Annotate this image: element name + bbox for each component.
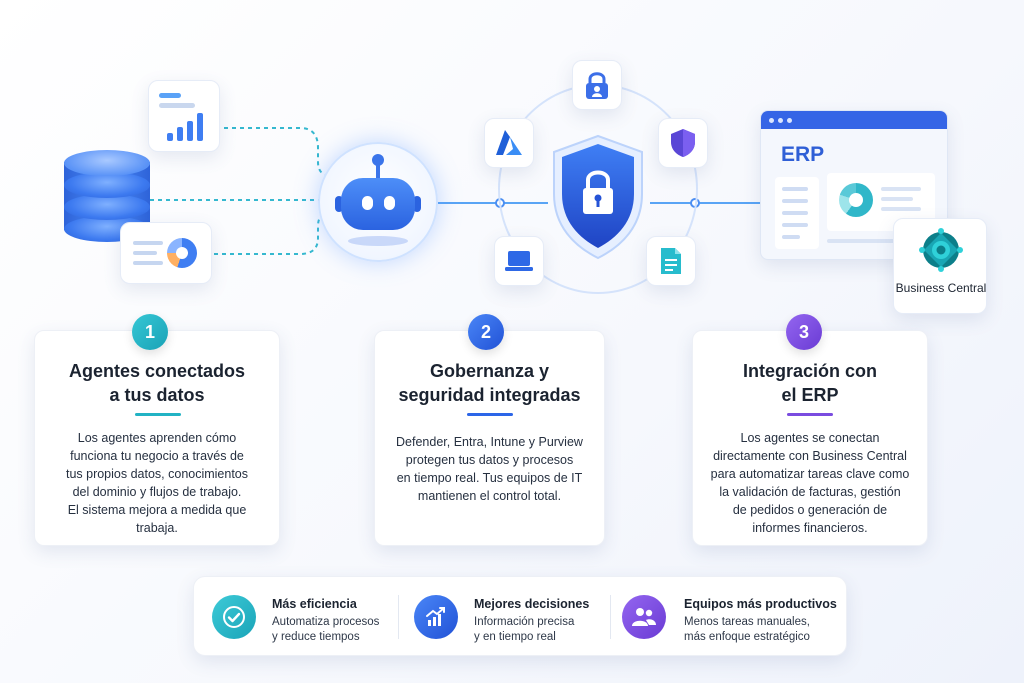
step-description: Defender, Entra, Intune y Purview proteg…: [396, 435, 583, 503]
business-central-label: Business Central: [895, 281, 987, 295]
benefit-title: Mejores decisiones: [474, 597, 590, 611]
divider: [610, 595, 611, 639]
step-divider: [787, 413, 833, 416]
robot-icon: [341, 178, 415, 230]
database-icon: [64, 148, 150, 242]
erp-donut-chart: [839, 183, 873, 217]
bar-chart-icon: [148, 80, 220, 152]
erp-window-titlebar: [761, 111, 947, 129]
divider: [398, 595, 399, 639]
check-icon: [212, 595, 256, 639]
step-divider: [467, 413, 513, 416]
step-description: Los agentes se conectan directamente con…: [710, 431, 910, 535]
document-icon: [646, 236, 696, 286]
benefit-text: Información precisa y en tiempo real: [474, 616, 575, 643]
step-number-1: 1: [132, 314, 168, 350]
benefit-decisions: Mejores decisiones Información precisa y…: [406, 577, 616, 657]
benefit-efficiency: Más eficiencia Automatiza procesos y red…: [194, 577, 394, 657]
lock-user-icon: [572, 60, 622, 110]
donut-chart-icon: [120, 222, 212, 284]
business-central-icon: [919, 228, 963, 272]
step-card-2: Gobernanza y seguridad integradas Defend…: [374, 330, 605, 546]
laptop-icon: [494, 236, 544, 286]
benefit-title: Equipos más productivos: [684, 597, 837, 611]
step-divider: [135, 413, 181, 416]
step-title: Integración con el ERP: [742, 361, 877, 405]
benefit-productivity: Equipos más productivos Menos tareas man…: [614, 577, 844, 657]
benefit-text: Automatiza procesos y reduce tiempos: [272, 616, 380, 643]
illustration: ERP Business Central: [0, 0, 1024, 330]
erp-title: ERP: [781, 143, 825, 166]
benefit-text: Menos tareas manuales, más enfoque estra…: [684, 616, 810, 643]
benefit-title: Más eficiencia: [272, 597, 357, 611]
users-icon: [622, 595, 666, 639]
step-card-3: Integración con el ERP Los agentes se co…: [692, 330, 928, 546]
step-description: Los agentes aprenden cómo funciona tu ne…: [65, 431, 249, 535]
trend-chart-icon: [414, 595, 458, 639]
erp-window: ERP: [760, 110, 948, 260]
shield-lock-icon: [548, 132, 648, 262]
step-number-2: 2: [468, 314, 504, 350]
step-title: Gobernanza y seguridad integradas: [398, 361, 581, 405]
business-central-card: Business Central: [893, 218, 987, 314]
step-title: Agentes conectados a tus datos: [68, 361, 246, 405]
step-number-3: 3: [786, 314, 822, 350]
azure-icon: [484, 118, 534, 168]
defender-shield-icon: [658, 118, 708, 168]
step-card-1: Agentes conectados a tus datos Los agent…: [34, 330, 280, 546]
benefits-bar: Más eficiencia Automatiza procesos y red…: [193, 576, 847, 656]
